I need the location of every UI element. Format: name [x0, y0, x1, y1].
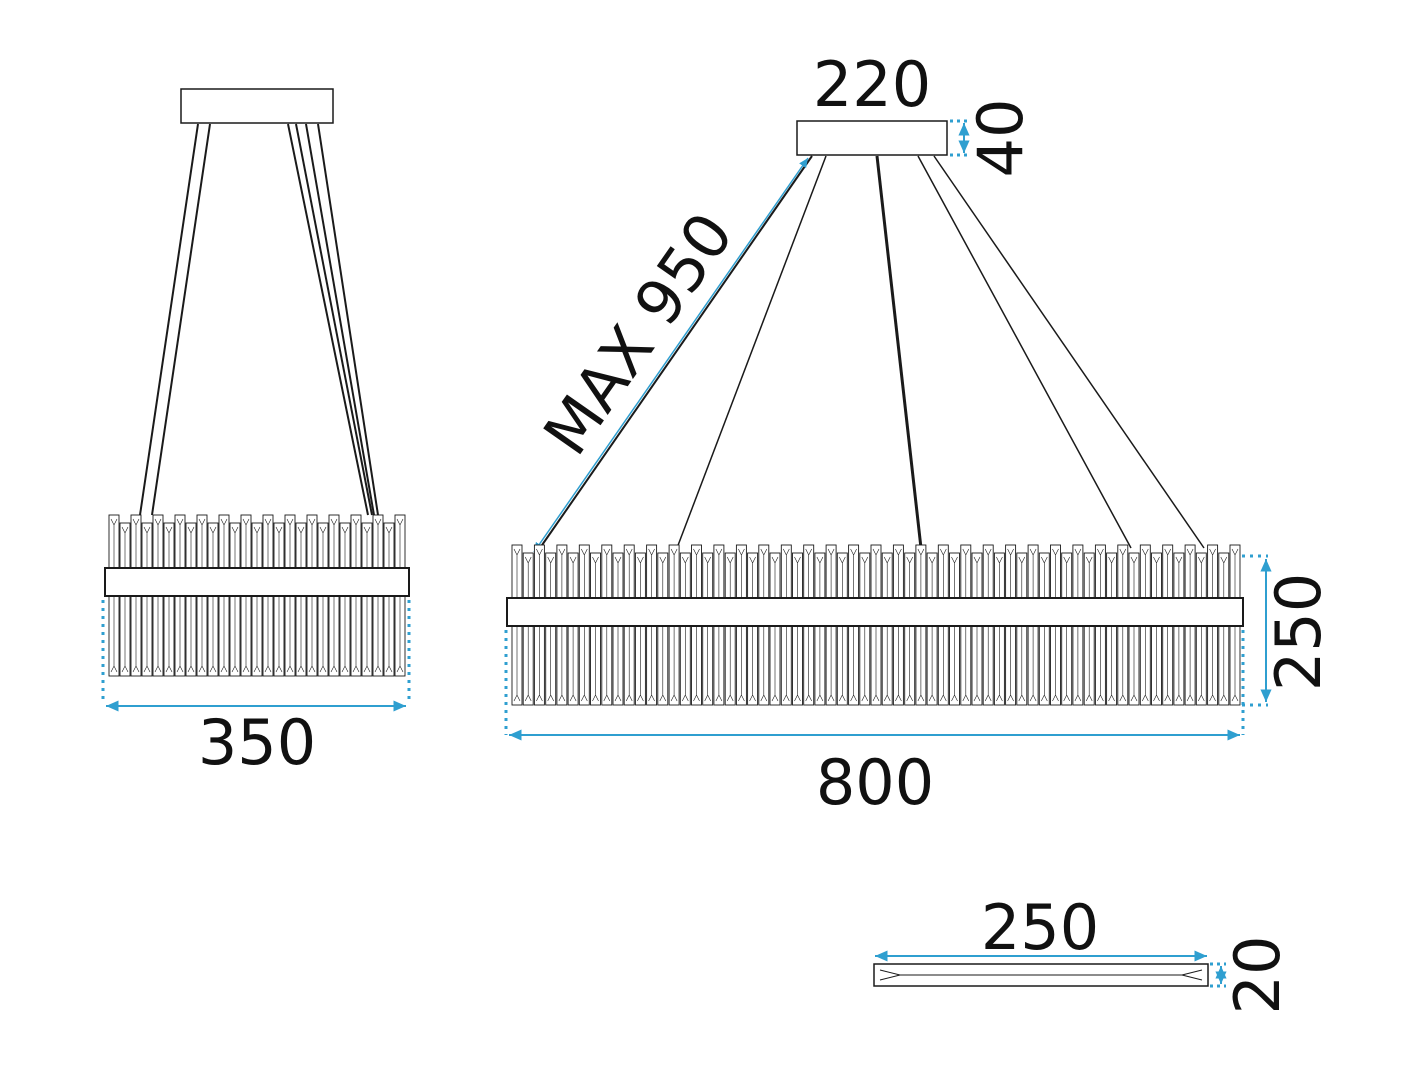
- side-cables: [139, 123, 379, 516]
- side-cable: [139, 123, 199, 516]
- front-ring-frame: [506, 597, 1244, 627]
- crystal-rod-facet: [592, 556, 599, 702]
- front-cable: [875, 155, 923, 549]
- crystal-rod-facet: [121, 526, 129, 673]
- crystal-rod-facet: [726, 556, 734, 702]
- crystal-rod-facet: [1085, 556, 1093, 702]
- cable-length-arrow: [533, 157, 809, 553]
- crystal-rod-facet: [614, 556, 622, 702]
- crystal-rod-facet: [659, 556, 667, 702]
- crystal-rod-facet: [951, 556, 958, 702]
- crystal-rod-facet: [253, 526, 261, 673]
- front-canopy: [796, 120, 948, 156]
- crystal-rod-facet: [1041, 556, 1048, 702]
- crystal-rod-facet: [879, 969, 1203, 981]
- crystal-detail: 250 20: [873, 891, 1294, 1015]
- crystal-rod-facet: [569, 556, 577, 702]
- side-cable: [287, 123, 369, 516]
- crystal-rod-facet: [839, 556, 846, 702]
- side-ring-frame: [104, 567, 410, 597]
- crystal-rod-facet: [275, 526, 283, 673]
- crystal-rod-facet: [547, 556, 554, 702]
- crystal-rod-facet: [209, 526, 217, 673]
- crystal-rod-facet: [771, 556, 779, 702]
- crystal-rod-facet: [906, 556, 913, 702]
- crystal-rod-facet: [1130, 556, 1138, 702]
- crystal-rod-facet: [363, 526, 371, 673]
- crystal-rod-facet: [682, 556, 689, 702]
- side-view: 350: [101, 88, 411, 779]
- side-cable: [295, 123, 373, 516]
- crystal-rod-facet: [973, 556, 981, 702]
- canopy-height-label: 40: [964, 99, 1037, 178]
- crystal-rod-facet: [1018, 556, 1026, 702]
- crystal-rod-facet: [341, 526, 349, 673]
- crystal-rod-facet: [385, 526, 393, 673]
- crystal-rod-facet: [883, 556, 891, 702]
- side-cable: [305, 123, 375, 516]
- crystal-rod-facet: [1153, 556, 1160, 702]
- crystal-length-label: 250: [981, 891, 1099, 964]
- crystal-rod-facet: [794, 556, 801, 702]
- crystal-rod-facet: [1220, 556, 1228, 702]
- crystal-rod-facet: [861, 556, 869, 702]
- crystal-thickness-label: 20: [1221, 936, 1294, 1015]
- crystal-rod-facet: [1175, 556, 1183, 702]
- side-cable: [151, 123, 211, 516]
- crystal-rod-facet: [996, 556, 1003, 702]
- side-width-label: 350: [198, 706, 316, 779]
- canopy-width-label: 220: [813, 48, 931, 121]
- front-height-label: 250: [1262, 573, 1335, 691]
- crystal-rod-facet: [637, 556, 644, 702]
- crystal-rod-facet: [1108, 556, 1115, 702]
- front-width-label: 800: [816, 746, 934, 819]
- side-cable: [317, 123, 379, 516]
- crystal-rod-facet: [231, 526, 239, 673]
- front-view: 220 40 MAX 950 250 800: [504, 48, 1335, 819]
- crystal-rod-facet: [187, 526, 195, 673]
- crystal-rod-facet: [165, 526, 173, 673]
- crystal-rod-facet: [928, 556, 936, 702]
- crystal-rod-facet: [704, 556, 711, 702]
- cable-length-label: MAX 950: [529, 200, 747, 468]
- crystal-rod-facet: [1063, 556, 1070, 702]
- crystal-rod-facet: [319, 526, 327, 673]
- front-cable: [917, 155, 1132, 549]
- crystal-rod-facet: [524, 556, 532, 702]
- crystal-rod-facet: [297, 526, 305, 673]
- front-cable: [933, 155, 1205, 549]
- crystal-rod-facet: [1198, 556, 1205, 702]
- side-canopy: [180, 88, 334, 124]
- crystal-rod-facet: [749, 556, 756, 702]
- crystal-rod-facet: [816, 556, 824, 702]
- crystal-rod-facet: [143, 526, 151, 673]
